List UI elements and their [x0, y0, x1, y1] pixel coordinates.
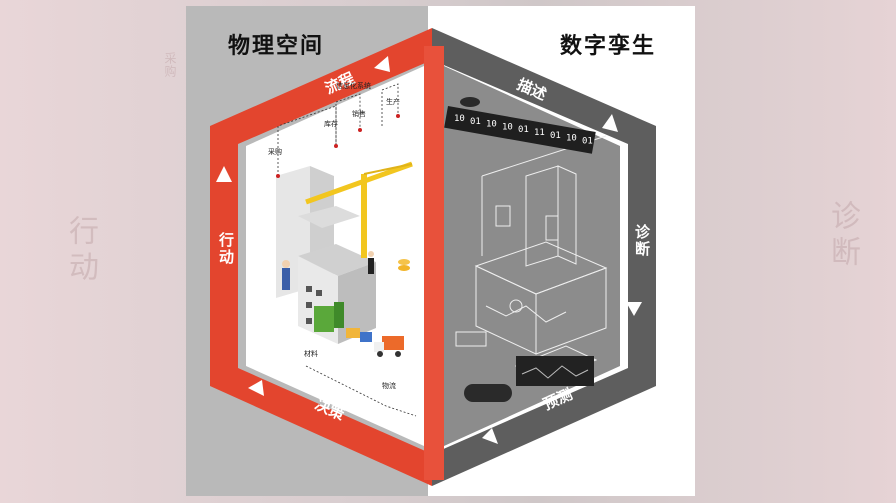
waveform-panel	[516, 356, 594, 386]
tag-info-flow: 信息化系统	[336, 81, 371, 90]
background-ghost-right: 诊断	[825, 200, 860, 272]
center-divider	[424, 46, 444, 480]
tag-production: 生产	[386, 97, 400, 106]
binary-bit: 10	[566, 134, 577, 144]
bottom-device	[464, 384, 512, 402]
binary-bit: 11	[534, 128, 545, 138]
arrow-right-bottom	[482, 428, 498, 444]
diagnose-label: 诊断	[633, 224, 651, 258]
binary-bit: 10	[454, 114, 465, 124]
tag-procure: 采购	[268, 147, 282, 156]
arrow-right-top	[602, 114, 618, 132]
tag-material: 材料	[304, 349, 318, 358]
cycle-graphic: 流程 决策 描述 预测	[210, 28, 656, 486]
background-ghost-left: 行动	[63, 215, 98, 287]
binary-bit: 01	[518, 125, 529, 135]
action-label: 行动	[217, 232, 235, 266]
digital-twin-title: 数字孪生	[560, 34, 657, 59]
waveform-line	[521, 365, 589, 379]
tag-warehouse: 库存	[324, 119, 338, 128]
binary-bits: 10 01 10 10 01 11 01 10 01	[454, 114, 593, 146]
background-ghost-top: 采购	[163, 52, 177, 78]
binary-strip	[444, 106, 596, 154]
digital-twin-diagram: 物理空间 数字孪生 流程 决策 描述 预测	[186, 6, 695, 496]
arrow-left-top	[374, 56, 390, 72]
top-device-left	[460, 97, 480, 107]
binary-bit: 01	[550, 131, 561, 141]
binary-bit: 10	[502, 122, 513, 132]
tag-logistics: 物流	[382, 381, 396, 390]
arrow-right-mid	[626, 302, 642, 316]
arrow-left-mid	[216, 166, 232, 182]
physical-space-title: 物理空间	[228, 34, 325, 59]
binary-bit: 01	[582, 136, 593, 146]
arrow-left-bottom	[248, 380, 264, 396]
binary-bit: 01	[470, 117, 481, 127]
physical-scene	[276, 83, 417, 417]
tag-sales: 销售	[352, 109, 366, 118]
binary-bit: 10	[486, 120, 497, 130]
